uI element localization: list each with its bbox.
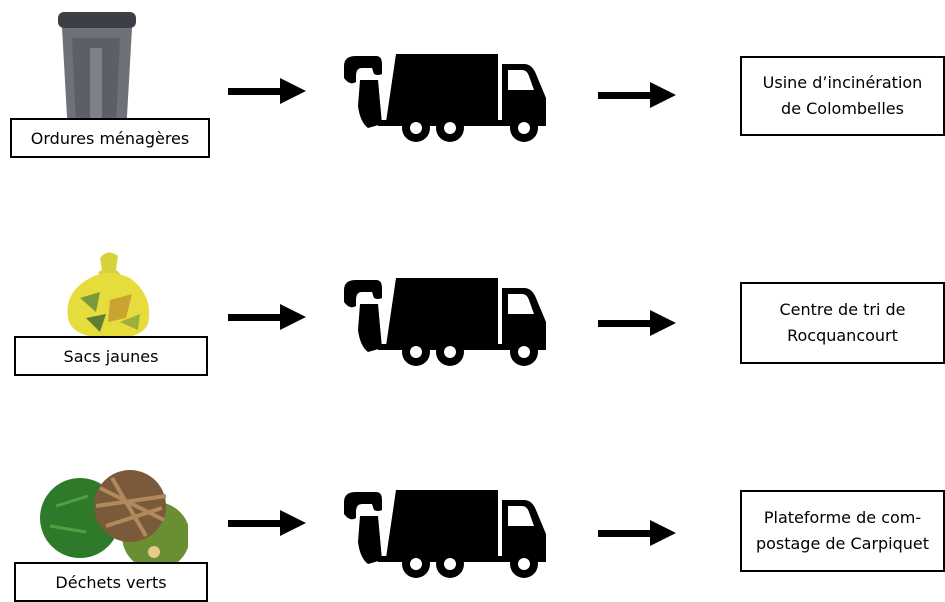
destination-line-2: postage de Carpiquet bbox=[756, 531, 929, 557]
destination-line-1: Usine d’incinération bbox=[763, 70, 923, 96]
arrow-right-icon bbox=[228, 304, 306, 330]
source-label-text: Déchets verts bbox=[55, 573, 166, 592]
destination-box: Usine d’incinération de Colombelles bbox=[740, 56, 945, 136]
garbage-truck-icon bbox=[338, 486, 550, 580]
yellow-recycling-bag-icon bbox=[60, 248, 156, 340]
destination-line-1: Centre de tri de bbox=[779, 297, 905, 323]
arrow-right-icon bbox=[228, 78, 306, 104]
arrow-right-icon bbox=[228, 510, 306, 536]
garbage-truck-icon bbox=[338, 274, 550, 368]
destination-line-1: Plateforme de com- bbox=[764, 505, 921, 531]
source-label: Déchets verts bbox=[14, 562, 208, 602]
source-label-text: Sacs jaunes bbox=[64, 347, 159, 366]
grey-wheelie-bin-icon bbox=[50, 8, 142, 136]
green-waste-pile-icon bbox=[36, 466, 188, 576]
source-label-text: Ordures ménagères bbox=[31, 129, 189, 148]
destination-box: Centre de tri de Rocquancourt bbox=[740, 282, 945, 364]
source-label: Ordures ménagères bbox=[10, 118, 210, 158]
arrow-right-icon bbox=[598, 310, 676, 336]
destination-box: Plateforme de com- postage de Carpiquet bbox=[740, 490, 945, 572]
arrow-right-icon bbox=[598, 520, 676, 546]
source-label: Sacs jaunes bbox=[14, 336, 208, 376]
destination-line-2: Rocquancourt bbox=[787, 323, 898, 349]
arrow-right-icon bbox=[598, 82, 676, 108]
garbage-truck-icon bbox=[338, 50, 550, 144]
destination-line-2: de Colombelles bbox=[781, 96, 904, 122]
